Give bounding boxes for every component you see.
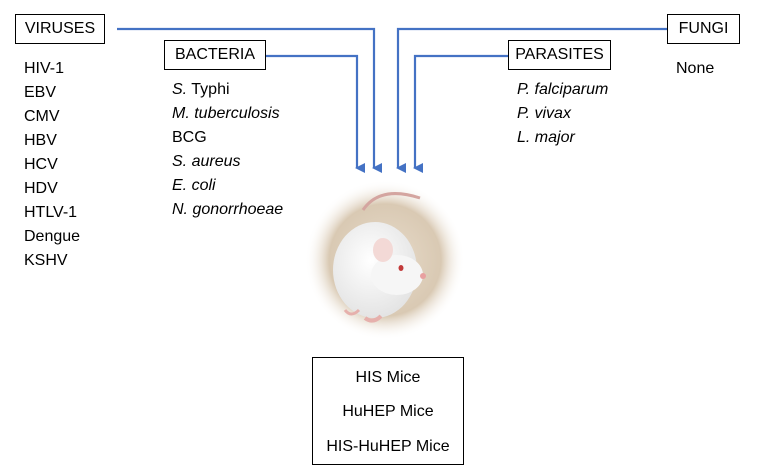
- arrow-viruses: [117, 27, 382, 173]
- arrow-parasites: [413, 54, 508, 173]
- parasite-item: P. vivax: [517, 105, 571, 122]
- fungi-item: None: [676, 60, 715, 77]
- bacteria-item: E. coli: [172, 177, 216, 194]
- arrow-bacteria: [266, 54, 365, 173]
- bacteria-box: BACTERIA: [164, 40, 266, 70]
- fungi-label: FUNGI: [678, 20, 729, 37]
- viruses-list: HIV-1 EBV CMV HBV HCV HDV HTLV-1 Dengue …: [24, 57, 80, 273]
- bacteria-item: S. Typhi: [172, 81, 230, 98]
- virus-item: Dengue: [24, 228, 81, 245]
- parasite-item: L. major: [517, 129, 575, 146]
- parasite-item: P. falciparum: [517, 81, 609, 98]
- mouse-models-box: HIS Mice HuHEP Mice HIS-HuHEP Mice: [312, 357, 464, 465]
- parasites-box: PARASITES: [508, 40, 611, 70]
- virus-item: EBV: [24, 84, 57, 101]
- bacteria-item: BCG: [172, 129, 207, 146]
- bacteria-item: S. aureus: [172, 153, 241, 170]
- arrow-fungi: [396, 27, 667, 173]
- mouse-image: [305, 180, 465, 340]
- virus-item: HBV: [24, 132, 57, 149]
- fungi-list: None: [676, 57, 714, 81]
- virus-item: HIV-1: [24, 60, 65, 77]
- viruses-label: VIRUSES: [24, 20, 96, 37]
- virus-item: KSHV: [24, 252, 68, 269]
- bacteria-item: N. gonorrhoeae: [172, 201, 284, 218]
- bacteria-list: S. Typhi M. tuberculosis BCG S. aureus E…: [172, 78, 283, 222]
- model-his: HIS Mice: [355, 369, 421, 386]
- parasites-label: PARASITES: [515, 46, 604, 63]
- viruses-box: VIRUSES: [15, 14, 105, 44]
- virus-item: HCV: [24, 156, 58, 173]
- virus-item: HDV: [24, 180, 58, 197]
- model-his-huhep: HIS-HuHEP Mice: [326, 438, 450, 455]
- model-huhep: HuHEP Mice: [342, 403, 434, 420]
- parasites-list: P. falciparum P. vivax L. major: [517, 78, 608, 150]
- virus-item: CMV: [24, 108, 60, 125]
- virus-item: HTLV-1: [24, 204, 78, 221]
- bacteria-item: M. tuberculosis: [172, 105, 280, 122]
- fungi-box: FUNGI: [667, 14, 740, 44]
- bacteria-label: BACTERIA: [174, 46, 255, 63]
